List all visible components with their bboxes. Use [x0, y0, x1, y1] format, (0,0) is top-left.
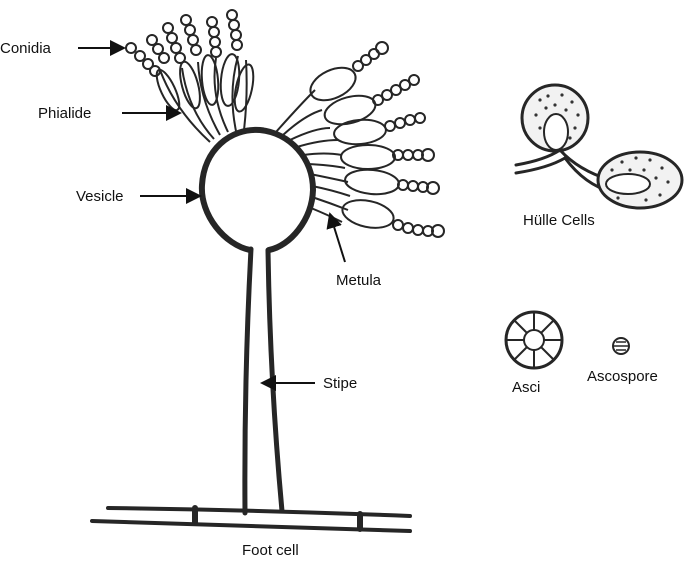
conidia-chains-top	[125, 9, 243, 77]
vesicle	[198, 126, 316, 253]
label-hulle-cells: Hülle Cells	[523, 212, 595, 229]
label-phialide: Phialide	[38, 105, 91, 122]
label-metula: Metula	[336, 272, 382, 289]
label-asci: Asci	[512, 379, 540, 396]
label-vesicle: Vesicle	[76, 188, 124, 205]
label-conidia: Conidia	[0, 40, 52, 57]
label-foot-cell: Foot cell	[242, 542, 299, 559]
conidia-chains-right	[352, 41, 445, 238]
label-stipe: Stipe	[323, 375, 357, 392]
pointer-arrows	[78, 40, 346, 391]
foot-cell-hypha	[90, 505, 412, 533]
phialides-top	[155, 53, 255, 143]
phialides-right	[309, 66, 400, 229]
stipe	[242, 246, 285, 516]
label-ascospore: Ascospore	[587, 368, 658, 385]
ascospore-illustration	[612, 337, 630, 355]
hulle-cells	[514, 83, 684, 210]
asci-illustration	[504, 310, 564, 370]
